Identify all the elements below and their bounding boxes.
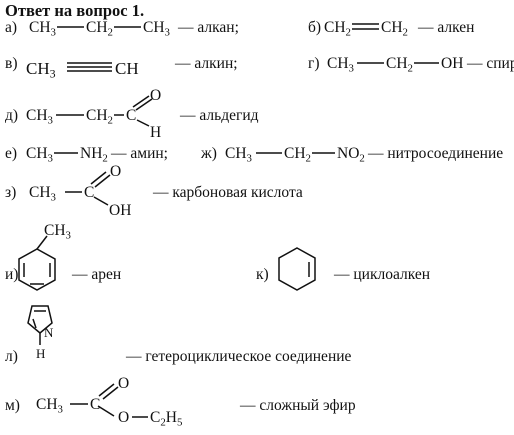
atom-ch3: CH3: [26, 145, 53, 165]
atom-o: O: [118, 375, 130, 392]
atom-o: O: [110, 163, 122, 180]
item-letter: е): [5, 145, 18, 162]
atom-ch2: CH2: [381, 19, 408, 39]
atom-ch: CH: [115, 59, 139, 78]
atom-ch2: CH2: [386, 55, 413, 75]
atom-ch3: CH3: [225, 145, 252, 165]
item-letter: к): [256, 266, 269, 283]
atom-c: C: [90, 396, 101, 413]
atom-ch3: CH3: [327, 55, 354, 75]
atom-no2: NO2: [337, 145, 365, 165]
atom-n: N: [44, 325, 54, 340]
compound-class-label: — карбоновая кислота: [153, 184, 303, 201]
item-letter: л): [5, 348, 18, 365]
atom-ch3: CH3: [26, 59, 56, 81]
atom-ch2: CH2: [86, 19, 113, 39]
compound-class-label: — арен: [72, 266, 122, 283]
atom-ch3: CH3: [36, 396, 63, 416]
compound-class-label: — нитросоединение: [368, 145, 504, 162]
compound-class-label: — гетероциклическое соединение: [126, 348, 352, 365]
compound-class-label: — алкан;: [178, 19, 239, 36]
atom-c: C: [126, 107, 137, 124]
atom-c: C: [84, 184, 95, 201]
compound-class-label: — алкин;: [175, 55, 238, 72]
atom-ch3: CH3: [29, 184, 56, 204]
item-letter: м): [5, 397, 20, 414]
compound-class-label: — альдегид: [180, 107, 259, 124]
item-letter: в): [5, 55, 18, 72]
atom-ch3: CH3: [143, 19, 170, 39]
atom-ch2: CH2: [86, 107, 113, 127]
item-letter: а): [5, 19, 18, 36]
compound-class-label: — алкен: [418, 19, 475, 36]
compound-class-label: — циклоалкен: [334, 266, 431, 283]
item-letter: и): [5, 266, 19, 283]
compound-class-label: — сложный эфир: [240, 397, 356, 414]
compound-class-label: — амин;: [111, 145, 168, 162]
atom-oh: OH: [109, 202, 132, 219]
atom-nh2: NH2: [80, 145, 108, 165]
atom-h: H: [36, 346, 46, 361]
atom-o: O: [118, 409, 130, 426]
atom-o: O: [150, 87, 162, 104]
item-letter: д): [5, 107, 19, 124]
answer-title: Ответ на вопрос 1.: [5, 1, 145, 20]
atom-oh: OH: [441, 55, 464, 72]
atom-ch2: CH2: [324, 19, 351, 39]
atom-ch3: CH3: [44, 222, 71, 242]
atom-h: H: [150, 124, 162, 141]
item-letter: б): [308, 19, 322, 36]
item-letter: ж): [201, 145, 217, 162]
atom-ch3: CH3: [26, 107, 53, 127]
atom-c2h5: C2H5: [150, 409, 183, 429]
atom-ch3: CH3: [29, 19, 56, 39]
item-letter: г): [308, 55, 320, 72]
item-letter: з): [5, 184, 17, 201]
atom-ch2: CH2: [284, 145, 311, 165]
compound-class-label: — спирт: [467, 55, 514, 72]
